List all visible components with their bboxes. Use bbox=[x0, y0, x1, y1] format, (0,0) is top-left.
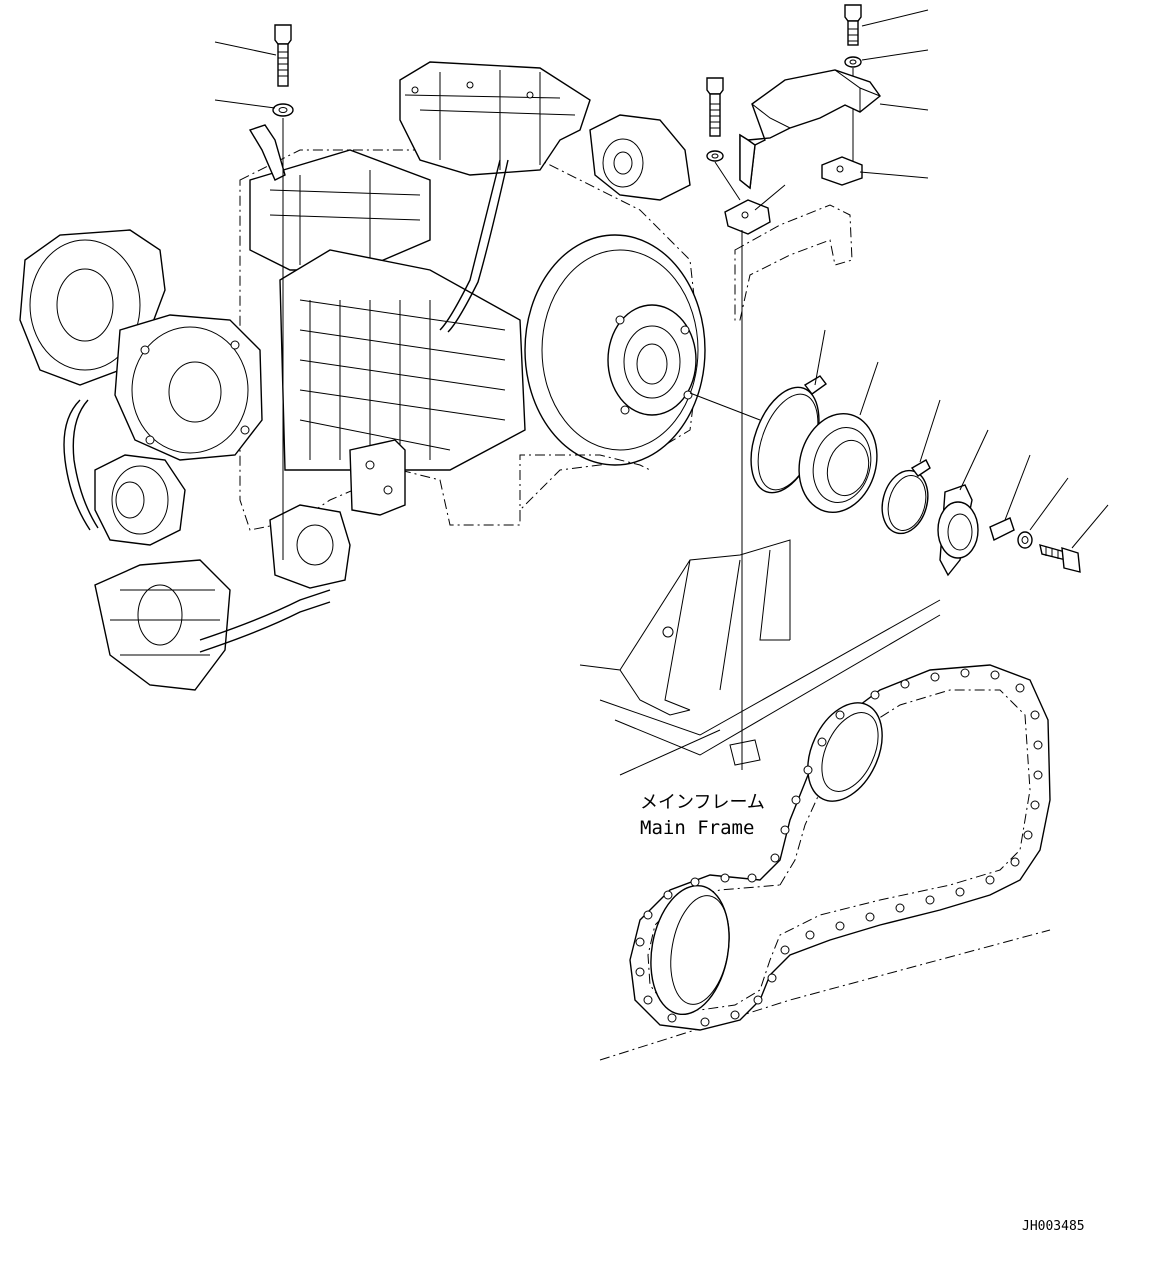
bearing-holder-icon bbox=[937, 484, 979, 577]
drawing-id: JH003485 bbox=[1022, 1219, 1085, 1234]
long-bolt-icon bbox=[274, 24, 292, 87]
shim-plate-icon bbox=[989, 517, 1015, 541]
bolt-icon bbox=[1039, 544, 1081, 573]
main-frame bbox=[579, 539, 1051, 1061]
transmission-assembly bbox=[19, 61, 706, 691]
washer-icon bbox=[706, 150, 724, 162]
hose-clamp-icon bbox=[881, 459, 931, 535]
washer-icon bbox=[844, 56, 862, 68]
washer-icon bbox=[272, 103, 294, 117]
seal-ring-icon bbox=[798, 413, 878, 513]
plate-icon bbox=[724, 199, 771, 235]
bolt-icon bbox=[706, 77, 724, 137]
cover-bracket-icon bbox=[739, 69, 881, 190]
main-frame-label-jp: メインフレーム bbox=[640, 792, 765, 813]
washer-icon bbox=[1017, 531, 1033, 549]
main-frame-label-en: Main Frame bbox=[640, 817, 754, 839]
bolt-icon bbox=[844, 4, 862, 46]
leader-lines bbox=[214, 9, 1109, 549]
main-frame-gasket-icon bbox=[629, 664, 1051, 1031]
plate-icon bbox=[821, 156, 863, 186]
